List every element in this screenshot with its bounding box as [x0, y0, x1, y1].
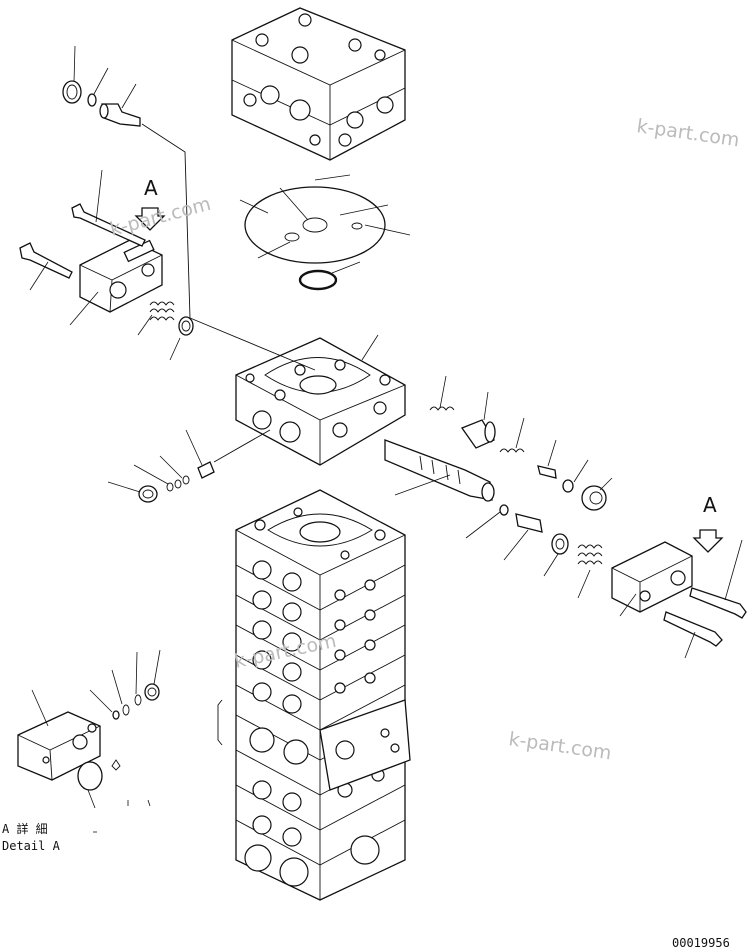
gasket-plate — [239, 174, 411, 264]
view-marker-left: A — [144, 176, 158, 200]
pilot-plug-set — [62, 45, 316, 371]
detail-caption-english: Detail A — [2, 839, 61, 853]
main-valve-stack — [217, 489, 411, 901]
detail-caption-japanese: A 詳 細 — [2, 821, 48, 836]
left-relief-plug — [107, 429, 271, 503]
o-ring-upper — [298, 261, 361, 291]
detail-a-assembly — [17, 649, 161, 833]
watermark-left: k-part.com — [108, 193, 214, 241]
upper-valve-section — [235, 334, 406, 466]
top-cover-block — [231, 7, 406, 161]
right-valve-cover — [611, 529, 747, 659]
spool-assembly — [384, 375, 613, 599]
watermark-top-right: k-part.com — [635, 115, 741, 151]
drawing-number: 00019956 — [672, 936, 730, 950]
left-valve-cover — [19, 169, 194, 361]
watermark-bottom-right: k-part.com — [507, 728, 613, 764]
view-marker-right: A — [703, 493, 717, 517]
